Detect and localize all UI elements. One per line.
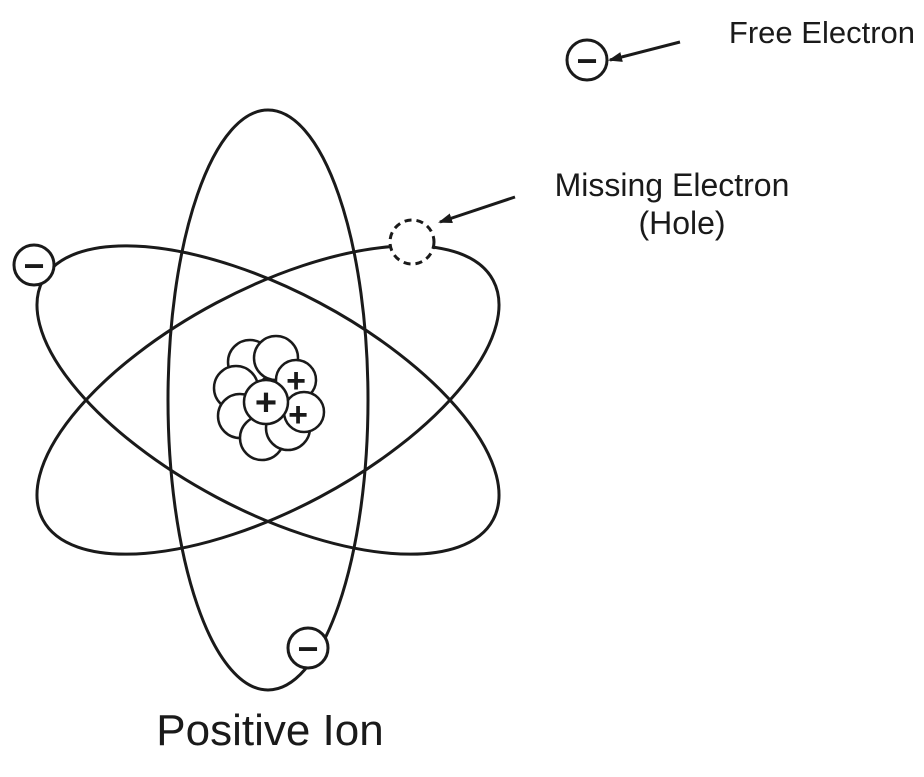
electron-sign: − <box>23 245 44 286</box>
free-electron-arrow <box>608 40 681 62</box>
electron-bottom: − <box>286 626 330 670</box>
orbit-vertical <box>166 108 370 692</box>
hole-label: (Hole) <box>638 205 725 241</box>
caption: Positive Ion <box>156 706 383 755</box>
free-electron-label: Free Electron <box>729 15 915 50</box>
electron-sign: − <box>576 40 597 81</box>
orbits <box>35 108 501 692</box>
proton-sign: + <box>286 362 306 400</box>
proton-sign: + <box>255 382 277 424</box>
proton <box>242 378 290 426</box>
missing-electron-label: Missing Electron <box>555 167 790 203</box>
electron-left: − <box>12 243 56 287</box>
orbit-tilted-left <box>35 244 501 556</box>
nucleus <box>212 334 326 462</box>
hole-arrow <box>438 195 516 224</box>
free-electron: − <box>565 38 609 82</box>
proton-signs: + + + <box>255 362 308 434</box>
electron-sign: − <box>297 628 318 669</box>
proton-sign: + <box>288 396 308 434</box>
hole <box>388 218 436 266</box>
